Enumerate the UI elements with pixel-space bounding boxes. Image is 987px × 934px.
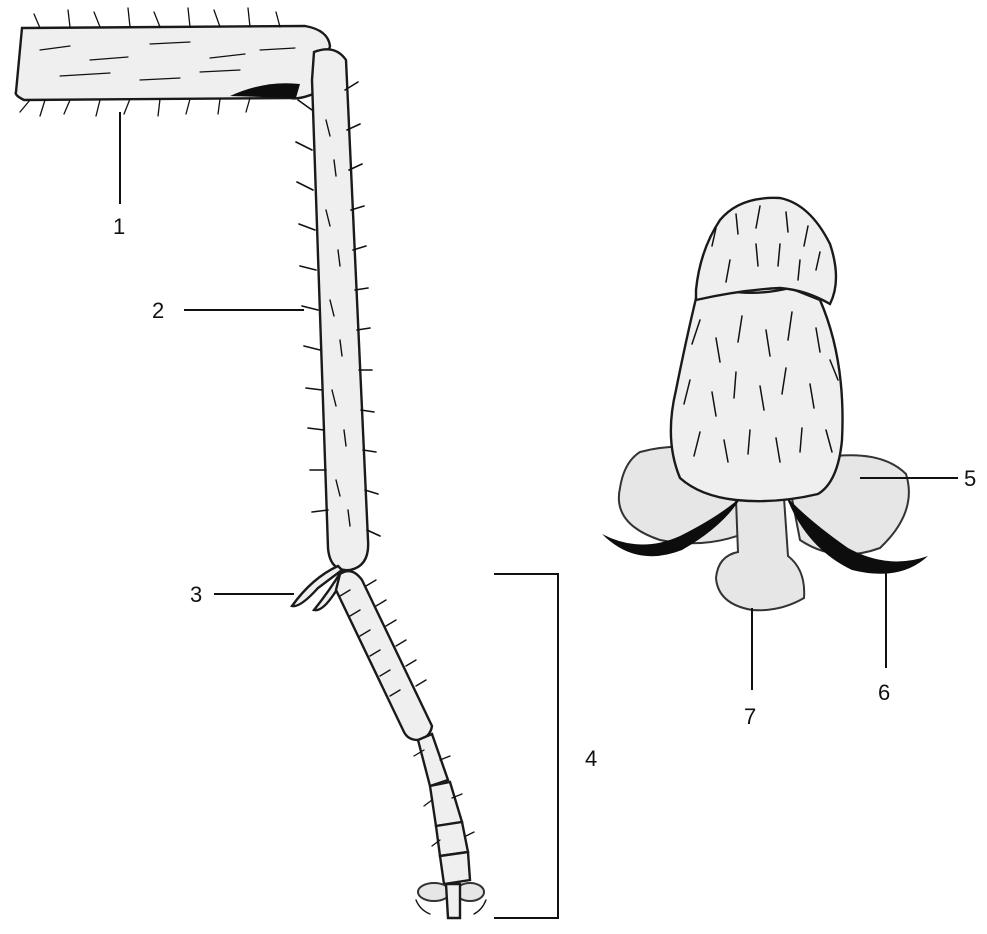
label-6: 6 — [878, 680, 890, 705]
tarsus — [336, 571, 486, 918]
label-2: 2 — [152, 298, 164, 323]
label-3: 3 — [190, 582, 202, 607]
bracket-4 — [494, 574, 558, 918]
label-7: 7 — [744, 704, 756, 729]
femur — [16, 8, 330, 116]
label-1: 1 — [113, 214, 125, 239]
tibia — [296, 49, 380, 570]
pretarsus-detail — [602, 198, 928, 610]
label-5: 5 — [964, 466, 976, 491]
label-4: 4 — [585, 746, 597, 771]
